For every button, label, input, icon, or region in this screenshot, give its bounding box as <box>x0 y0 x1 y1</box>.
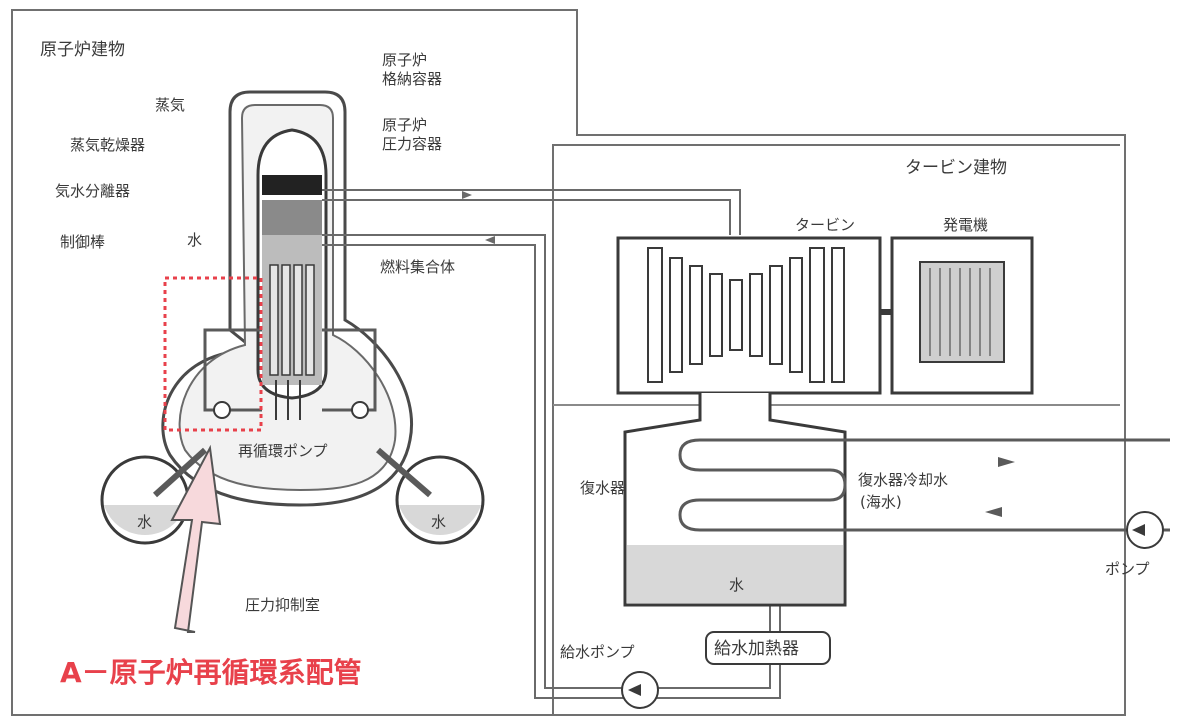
cooling-in-arrow <box>998 457 1015 467</box>
turbine-label: タービン <box>795 216 855 234</box>
pointer-arrow <box>170 444 222 633</box>
annotation-label: A－原子炉再循環系配管 <box>60 656 362 689</box>
fuel-assemblies <box>269 264 315 376</box>
cooling-water-label-1: 復水器冷却水 <box>858 471 948 489</box>
generator-rotor-lines <box>929 268 991 356</box>
feed-pump-label: 給水ポンプ <box>560 643 635 661</box>
separator-mark <box>262 200 322 235</box>
condenser-water-label: 水 <box>729 576 744 594</box>
turbine-blades <box>647 247 845 383</box>
pool-water-left-label: 水 <box>137 513 152 531</box>
condenser-coil <box>678 438 1170 532</box>
control-rod-label: 制御棒 <box>60 233 105 251</box>
pool-water-right-label: 水 <box>431 513 446 531</box>
vent-pipes <box>152 447 432 498</box>
fuel-assembly-label: 燃料集合体 <box>380 258 455 276</box>
highlight-box <box>163 276 263 432</box>
cooling-out-arrow <box>985 507 1002 517</box>
pressure-vessel <box>256 128 328 420</box>
main-steam-line <box>322 189 741 235</box>
sea-pump-arrow <box>1132 524 1145 536</box>
recirc-pump-label: 再循環ポンプ <box>238 442 328 460</box>
recirc-pump-left <box>213 401 231 419</box>
condenser-water <box>627 545 843 603</box>
steam-dryer-mark <box>262 175 322 195</box>
feed-heater-label: 給水加熱器 <box>714 639 799 659</box>
condenser-label: 復水器 <box>580 479 625 497</box>
separator-label: 気水分離器 <box>55 182 130 200</box>
generator-rotor <box>919 261 1005 363</box>
recirc-loop-right <box>322 328 377 412</box>
control-rod-drives <box>275 380 301 420</box>
turbine-building-left-wall <box>552 144 1120 715</box>
containment-label-1: 原子炉 <box>382 51 427 69</box>
feed-pump-arrow <box>628 684 641 696</box>
containment-label-2: 格納容器 <box>382 70 442 88</box>
generator-label: 発電機 <box>943 216 988 234</box>
feed-heater <box>705 631 831 665</box>
water-label: 水 <box>187 231 202 249</box>
suppression-chamber-left <box>100 455 190 545</box>
reactor-building-outline <box>11 9 1126 716</box>
reactor-building-label: 原子炉建物 <box>40 40 125 60</box>
cooling-water-label-2: (海水) <box>860 493 902 511</box>
pressure-vessel-label-1: 原子炉 <box>382 116 427 134</box>
steam-dryer-label: 蒸気乾燥器 <box>70 136 145 154</box>
suppression-chamber-label: 圧力抑制室 <box>245 596 320 614</box>
feed-flow-arrow <box>485 236 495 244</box>
recirc-pump-right <box>351 401 369 419</box>
turbine-building-label: タービン建物 <box>905 158 1007 178</box>
steam-flow-arrow <box>462 191 472 199</box>
pressure-vessel-label-2: 圧力容器 <box>382 135 442 153</box>
suppression-chamber-right <box>395 455 485 545</box>
recirc-loop-left <box>203 328 262 412</box>
steam-label: 蒸気 <box>155 96 185 114</box>
sea-pump-label: ポンプ <box>1105 560 1150 578</box>
